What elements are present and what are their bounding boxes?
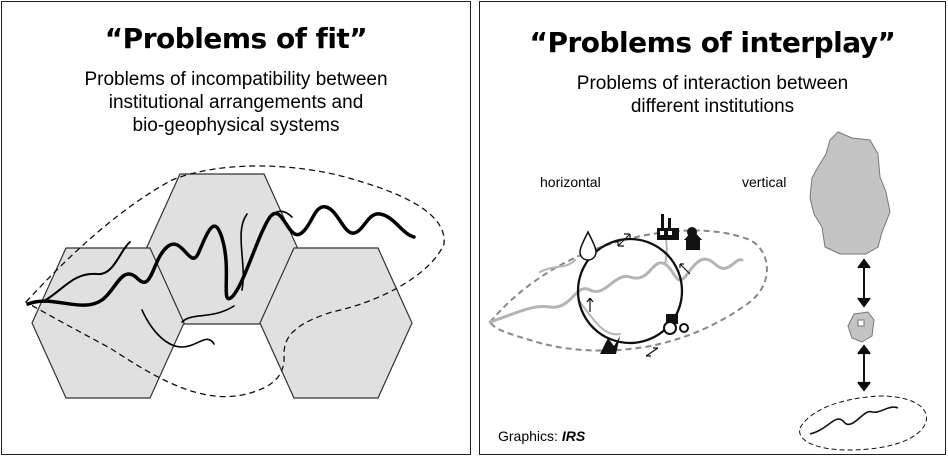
factory-icon <box>657 214 679 240</box>
catchment-boundary <box>488 229 768 352</box>
subtitle-line: bio-geophysical systems <box>132 115 340 136</box>
gray-river-network <box>488 227 744 336</box>
house-trees-icon <box>684 227 702 250</box>
hexagon <box>259 247 413 399</box>
problems-of-interplay-panel: “Problems of interplay” Problems of inte… <box>479 1 946 455</box>
interplay-diagram <box>488 131 927 451</box>
state-highlight <box>857 319 865 327</box>
bird-icon <box>600 336 620 354</box>
tractor-icon <box>663 314 689 335</box>
credit-name: IRS <box>561 428 586 444</box>
state-map-icon <box>847 311 875 343</box>
panel-subtitle-fit: Problems of incompatibility between inst… <box>2 68 470 137</box>
problems-of-fit-panel: “Problems of fit” Problems of incompatib… <box>1 1 471 455</box>
mini-river <box>809 406 899 435</box>
hexagon-grid <box>31 173 413 399</box>
river-network <box>26 205 416 348</box>
catchment-icon <box>799 395 927 451</box>
label-vertical: vertical <box>742 174 787 190</box>
subtitle-line: different institutions <box>630 96 795 117</box>
hexagon <box>31 247 185 399</box>
germany-map-icon <box>809 131 891 255</box>
interaction-arrows <box>586 233 691 357</box>
subtitle-line: Problems of interaction between <box>576 73 849 94</box>
vertical-arrows <box>857 258 871 392</box>
subtitle-line: Problems of incompatibility between <box>84 69 388 90</box>
water-drop-icon <box>579 230 597 261</box>
label-horizontal: horizontal <box>540 174 601 190</box>
panel-title-interplay: “Problems of interplay” <box>529 26 896 59</box>
panel-subtitle-interplay: Problems of interaction between differen… <box>480 72 945 118</box>
catchment-boundary <box>24 165 445 398</box>
subtitle-line: institutional arrangements and <box>108 92 364 113</box>
credit-prefix: Graphics: <box>498 428 562 444</box>
fit-diagram <box>24 165 445 399</box>
panel-title-fit: “Problems of fit” <box>104 22 368 55</box>
graphics-credit: Graphics: IRS <box>498 428 585 444</box>
